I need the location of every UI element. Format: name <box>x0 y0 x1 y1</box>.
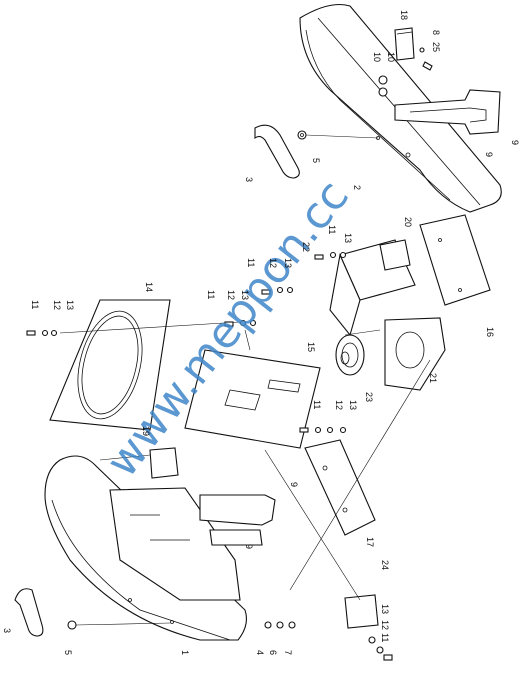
callout-label: 6 <box>268 650 278 655</box>
part-8-25-bolts <box>419 47 433 71</box>
fastener-stack-bottom-left <box>264 621 296 629</box>
callout-label: 8 <box>431 30 441 35</box>
callout-label: 5 <box>311 158 321 163</box>
callout-numbers: 18 8 25 10 10 9 9 5 3 2 20 22 11 13 16 1… <box>2 10 520 655</box>
callout-label: 13 <box>380 604 390 614</box>
callout-label: 12 <box>268 258 278 268</box>
callout-label: 25 <box>431 42 441 52</box>
callout-label: 12 <box>334 400 344 410</box>
callout-label: 10 <box>372 52 382 62</box>
part-19-block <box>149 447 179 479</box>
callout-label: 14 <box>144 282 154 292</box>
callout-label: 17 <box>365 537 375 547</box>
part-16-plate <box>419 214 491 306</box>
callout-label: 9 <box>484 152 494 157</box>
callout-label: 7 <box>283 650 293 655</box>
part-3-grip-lower <box>14 588 44 637</box>
callout-label: 12 <box>52 300 62 310</box>
callout-label: 19 <box>141 426 151 436</box>
callout-label: 11 <box>206 290 216 299</box>
part-10-nuts <box>378 75 388 97</box>
part-23-pulley <box>335 334 365 376</box>
callout-label: 1 <box>180 650 190 655</box>
callout-label: 3 <box>244 177 254 182</box>
callout-label: 3 <box>2 628 12 633</box>
part-21-channel <box>384 317 446 391</box>
callout-label: 16 <box>485 327 495 337</box>
part-3-grip-upper <box>254 124 300 179</box>
callout-label: 24 <box>380 560 390 570</box>
callout-label: 11 <box>30 300 40 309</box>
leader-lines <box>99 329 431 601</box>
callout-label: 9 <box>289 482 299 487</box>
callout-label: 13 <box>65 300 75 310</box>
part-18-bracket <box>394 27 415 61</box>
part-17-mount-plate <box>304 439 376 536</box>
part-14-panel <box>49 299 171 431</box>
callout-label: 4 <box>255 650 265 655</box>
callout-label: 13 <box>283 258 293 268</box>
part-24-plate <box>344 594 379 629</box>
callout-label: 10 <box>386 52 396 62</box>
callout-label: 11 <box>312 400 322 409</box>
callout-label: 2 <box>352 185 362 190</box>
fastener-stack-upper <box>261 286 294 295</box>
part-1-shroud-left <box>44 455 247 641</box>
fastener-stack-top-left <box>26 321 241 337</box>
part-5-washer-lower <box>67 620 171 630</box>
callout-label: 13 <box>348 400 358 410</box>
part-5-washer-upper <box>297 130 380 140</box>
callout-label: 13 <box>343 233 353 243</box>
callout-label: 9 <box>510 140 520 145</box>
fastener-stack-bottom-right <box>368 636 393 661</box>
callout-label: 12 <box>380 620 390 630</box>
callout-label: 9 <box>244 544 254 549</box>
callout-label: 15 <box>306 342 316 352</box>
callout-label: 13 <box>240 290 250 300</box>
callout-label: 21 <box>428 373 438 383</box>
callout-label: 12 <box>226 290 236 300</box>
fastener-stack-lower <box>299 426 347 434</box>
callout-label: 11 <box>327 225 337 234</box>
fastener-stack-right <box>314 251 347 260</box>
callout-label: 18 <box>399 10 409 20</box>
fastener-stack-mid <box>224 319 257 327</box>
callout-label: 5 <box>63 650 73 655</box>
callout-label: 20 <box>403 217 413 227</box>
part-20-housing <box>329 239 416 337</box>
callout-label: 22 <box>301 242 311 252</box>
callout-label: 23 <box>364 392 374 402</box>
part-9-handle-middle <box>199 494 276 546</box>
part-15-frame <box>184 349 321 449</box>
callout-label: 11 <box>380 633 390 642</box>
callout-label: 11 <box>246 258 256 267</box>
part-9-handle-upper <box>394 89 501 135</box>
